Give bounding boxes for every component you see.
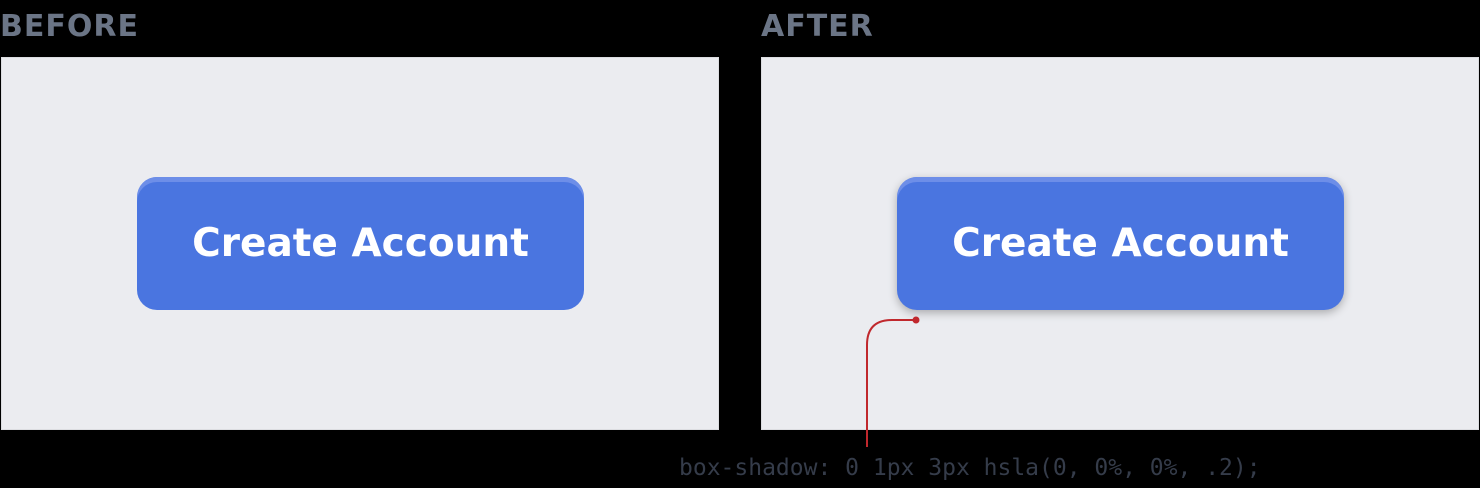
box-shadow-code: box-shadow: 0 1px 3px hsla(0, 0%, 0%, .2… bbox=[679, 455, 1261, 481]
create-account-button-before[interactable]: Create Account bbox=[137, 177, 584, 310]
create-account-button-after[interactable]: Create Account bbox=[897, 177, 1344, 310]
before-panel: Create Account bbox=[1, 57, 719, 430]
after-panel: Create Account bbox=[761, 57, 1479, 430]
before-heading: BEFORE bbox=[0, 9, 139, 44]
after-heading: AFTER bbox=[761, 9, 874, 44]
